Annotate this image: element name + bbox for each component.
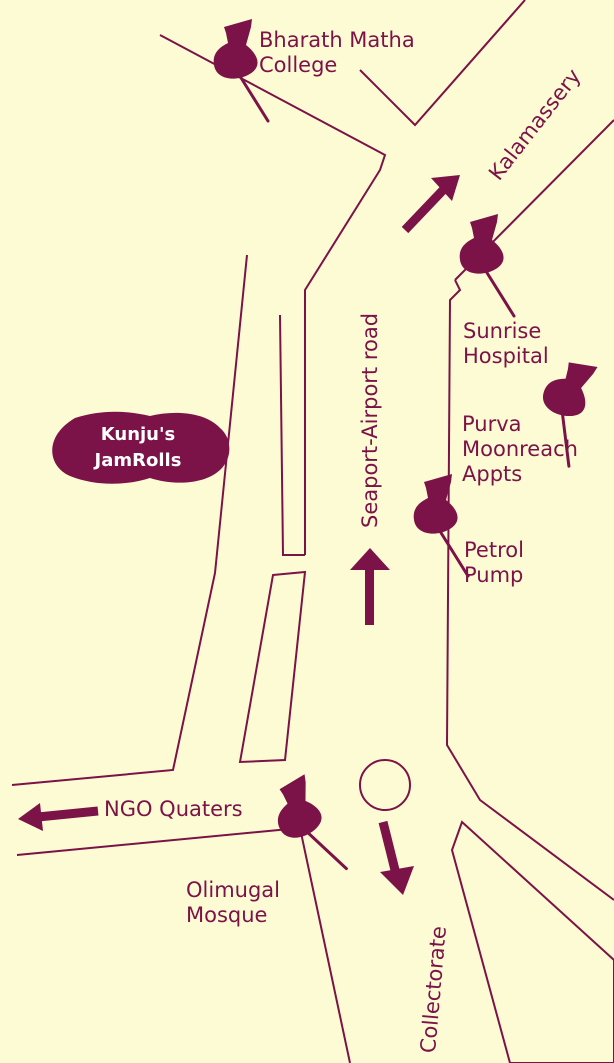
highlight-line1: Kunju's	[101, 424, 175, 445]
landmark-label-petrol: Petrol Pump	[464, 538, 524, 588]
landmark-line: College	[259, 53, 338, 77]
landmark-line: Pump	[464, 563, 524, 587]
arrow-icon-north	[350, 548, 390, 625]
landmark-label-sunrise: Sunrise Hospital	[463, 319, 549, 369]
road-edge	[359, 0, 526, 127]
road-block	[450, 820, 614, 1063]
landmark-label-purva: Purva Moonreach Appts	[462, 412, 578, 487]
road-label-text: Seaport-Airport road	[358, 312, 382, 528]
landmark-line: Bharath Matha	[259, 28, 415, 52]
roundabout-icon	[359, 759, 411, 811]
road-edge	[279, 314, 305, 556]
arrow-icon-kalamassery	[401, 175, 460, 234]
landmark-label-mosque: Olimugal Mosque	[186, 878, 280, 928]
pushpin-icon-petrol	[412, 472, 470, 578]
pushpin-icon-mosque	[266, 768, 348, 885]
landmark-line: Petrol	[464, 538, 524, 562]
landmark-line: Hospital	[463, 344, 549, 368]
landmark-line: Appts	[462, 462, 523, 486]
road-label-main: Seaport-Airport road	[358, 313, 383, 528]
road-edge	[11, 254, 248, 786]
arrow-icon-collectorate	[378, 820, 414, 895]
landmark-line: Moonreach	[462, 437, 578, 461]
landmark-line: Olimugal	[186, 878, 280, 902]
arrow-icon-ngo	[18, 803, 99, 831]
highlight-line2: JamRolls	[93, 450, 182, 471]
landmark-label-bharath: Bharath Matha College	[259, 28, 415, 78]
road-median	[238, 570, 307, 764]
road-label-ngo: NGO Quaters	[104, 797, 243, 822]
road-edge	[159, 34, 387, 555]
landmark-line: Purva	[462, 412, 522, 436]
highlight-badge: Kunju's JamRolls	[52, 411, 230, 484]
road-label-text: NGO Quaters	[104, 797, 243, 821]
landmark-line: Sunrise	[463, 319, 542, 343]
road-edge	[16, 826, 351, 1063]
landmark-line: Mosque	[186, 903, 268, 927]
